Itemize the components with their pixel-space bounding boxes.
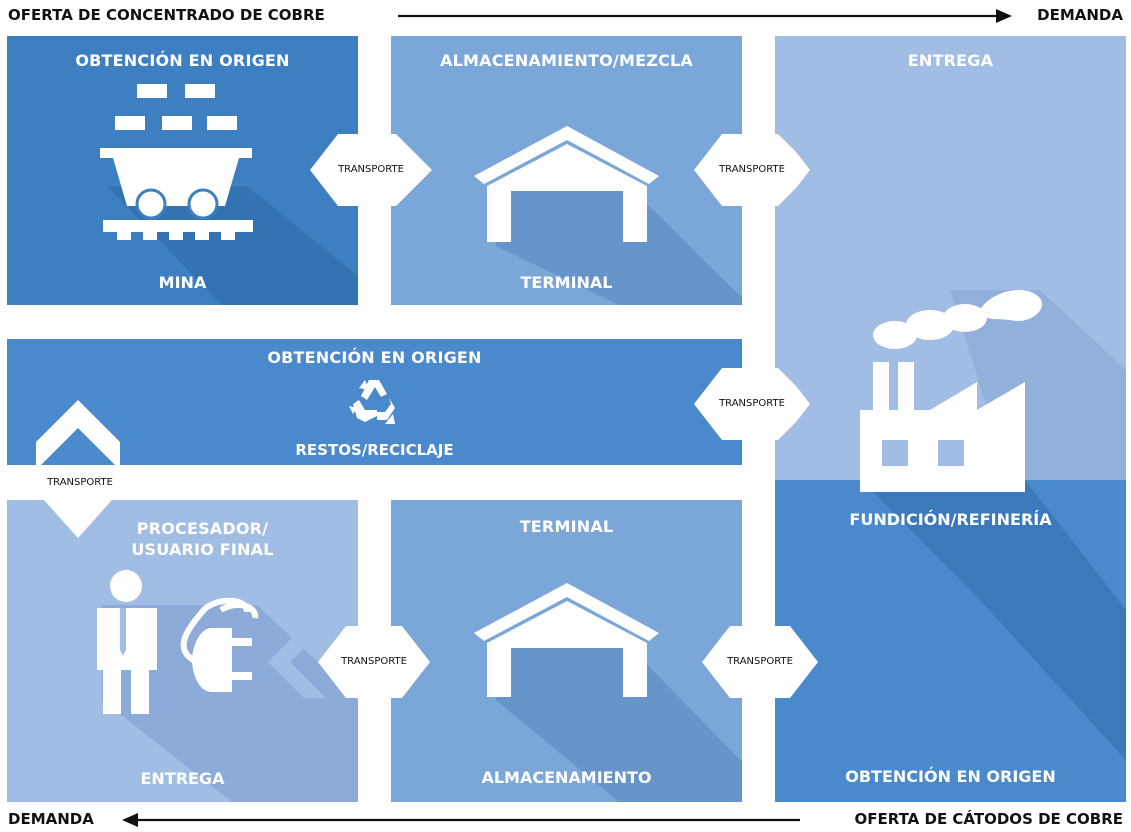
panel-smelter-bottom: OBTENCIÓN EN ORIGEN — [775, 480, 1126, 802]
mine-cart-icon — [100, 84, 253, 240]
panel-recycle-label: RESTOS/RECICLAJE — [295, 441, 454, 459]
person-plug-icon — [97, 570, 259, 714]
storage-mix-shadow — [496, 188, 742, 305]
transport-label-4: TRANSPORTE — [727, 656, 793, 667]
warehouse-icon — [474, 583, 659, 697]
transport-label-1: TRANSPORTE — [338, 164, 404, 175]
panel-terminal-bottom-label: ALMACENAMIENTO — [481, 768, 652, 787]
panel-end-user-title-line2: USUARIO FINAL — [131, 540, 274, 559]
terminal-bottom-shadow — [496, 648, 742, 802]
transport-label-2: TRANSPORTE — [719, 164, 785, 175]
panel-end-user-label: ENTREGA — [140, 769, 225, 788]
panel-smelter-bottom-label: OBTENCIÓN EN ORIGEN — [845, 767, 1056, 786]
panel-delivery-top-title: ENTREGA — [907, 51, 994, 70]
panel-recycle-title: OBTENCIÓN EN ORIGEN — [267, 348, 482, 367]
warehouse-icon — [474, 126, 659, 242]
recycle-icon — [349, 380, 395, 424]
smelter-bottom-shadow — [861, 480, 1126, 760]
panel-end-user-title-line1: PROCESADOR/ — [136, 519, 269, 538]
mine-shadow — [107, 186, 358, 305]
flow-label-top-left: OFERTA DE CONCENTRADO DE COBRE — [8, 6, 325, 24]
panel-mine-title: OBTENCIÓN EN ORIGEN — [75, 51, 290, 70]
flow-label-top-right: DEMANDA — [1037, 6, 1123, 24]
top-flow-arrow — [398, 9, 1012, 23]
transport-label-6: TRANSPORTE — [47, 477, 113, 488]
transport-label-5: TRANSPORTE — [341, 656, 407, 667]
panel-terminal-bottom: TERMINAL ALMACENAMIENTO — [391, 500, 742, 802]
flow-label-bottom-right: OFERTA DE CÁTODOS DE COBRE — [854, 810, 1123, 828]
panel-mine-label: MINA — [158, 273, 207, 292]
panel-storage-mix-title: ALMACENAMIENTO/MEZCLA — [440, 51, 693, 70]
panel-recycle: OBTENCIÓN EN ORIGEN RESTOS/RECICLAJE — [7, 339, 742, 465]
panel-storage-mix-label: TERMINAL — [520, 273, 613, 292]
flow-label-bottom-left: DEMANDA — [8, 810, 94, 828]
panel-terminal-bottom-title: TERMINAL — [519, 517, 614, 536]
panel-smelter-label: FUNDICIÓN/REFINERÍA — [849, 510, 1052, 529]
panel-mine: OBTENCIÓN EN ORIGEN MINA — [7, 36, 358, 305]
panel-end-user-title: PROCESADOR/ USUARIO FINAL — [107, 518, 298, 560]
transport-label-3: TRANSPORTE — [719, 398, 785, 409]
